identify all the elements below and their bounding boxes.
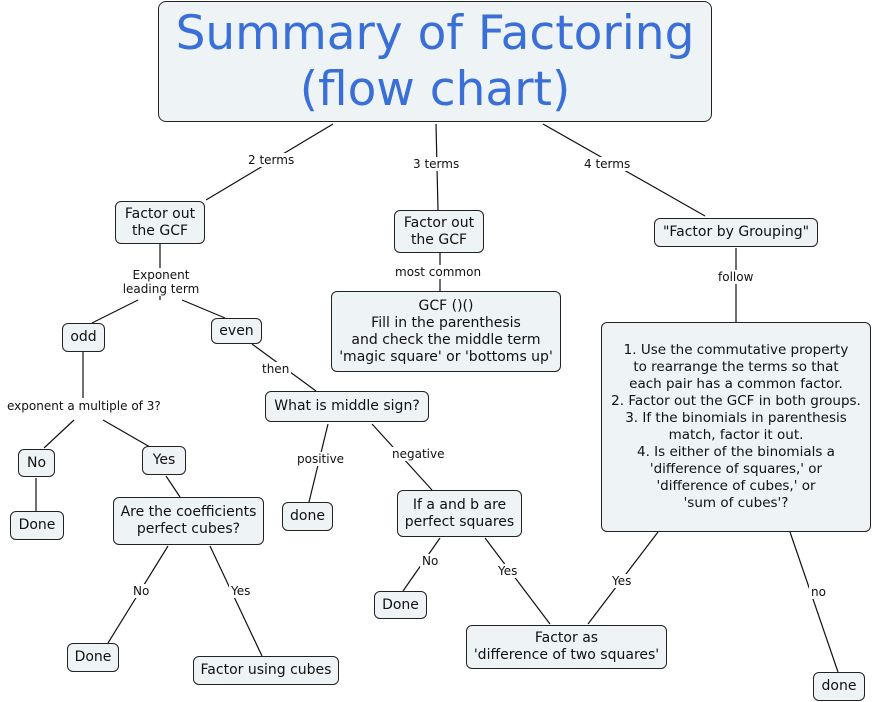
node-no-1: No — [18, 449, 55, 477]
label-then: then — [260, 362, 292, 376]
label-yes-b: Yes — [496, 564, 520, 578]
node-difference-of-two-squares: Factor as 'difference of two squares' — [466, 625, 667, 669]
node-a-b-perfect-squares: If a and b are perfect squares — [397, 490, 522, 537]
node-middle-sign: What is middle sign? — [265, 391, 429, 422]
node-done-positive: done — [282, 502, 333, 531]
label-yes-a: Yes — [229, 584, 253, 598]
label-no-b: No — [420, 554, 441, 568]
label-exponent-multiple-3: exponent a multiple of 3? — [5, 399, 163, 413]
label-4-terms: 4 terms — [582, 157, 633, 171]
node-grouping-steps: 1. Use the commutative property to rearr… — [601, 322, 871, 532]
node-done-3: Done — [67, 643, 119, 672]
label-negative: negative — [390, 447, 447, 461]
label-yes-c: Yes — [610, 574, 634, 588]
node-odd: odd — [62, 323, 105, 352]
node-done-2: Done — [374, 591, 427, 619]
label-3-terms: 3 terms — [411, 157, 462, 171]
label-most-common: most common — [393, 265, 484, 279]
node-gcf-3-terms: Factor out the GCF — [394, 210, 484, 253]
node-done-1: Done — [10, 511, 64, 540]
label-positive: positive — [295, 452, 347, 466]
node-even: even — [211, 318, 262, 344]
label-no-a: No — [131, 584, 152, 598]
label-2-terms: 2 terms — [246, 153, 297, 167]
node-factor-by-grouping: "Factor by Grouping" — [654, 218, 818, 247]
node-done-no: done — [813, 672, 865, 701]
node-factor-using-cubes: Factor using cubes — [193, 656, 339, 685]
node-gcf-2-terms: Factor out the GCF — [115, 201, 205, 244]
node-yes-1: Yes — [142, 446, 186, 475]
title-node: Summary of Factoring (flow chart) — [158, 1, 712, 122]
node-coefficients-perfect-cubes: Are the coefficients perfect cubes? — [113, 497, 264, 545]
label-follow: follow — [716, 270, 756, 284]
label-exponent-leading-term: Exponent leading term — [105, 268, 217, 296]
label-no-c: no — [809, 585, 828, 599]
node-gcf-fill-parenthesis: GCF ()() Fill in the parenthesis and che… — [331, 291, 561, 372]
